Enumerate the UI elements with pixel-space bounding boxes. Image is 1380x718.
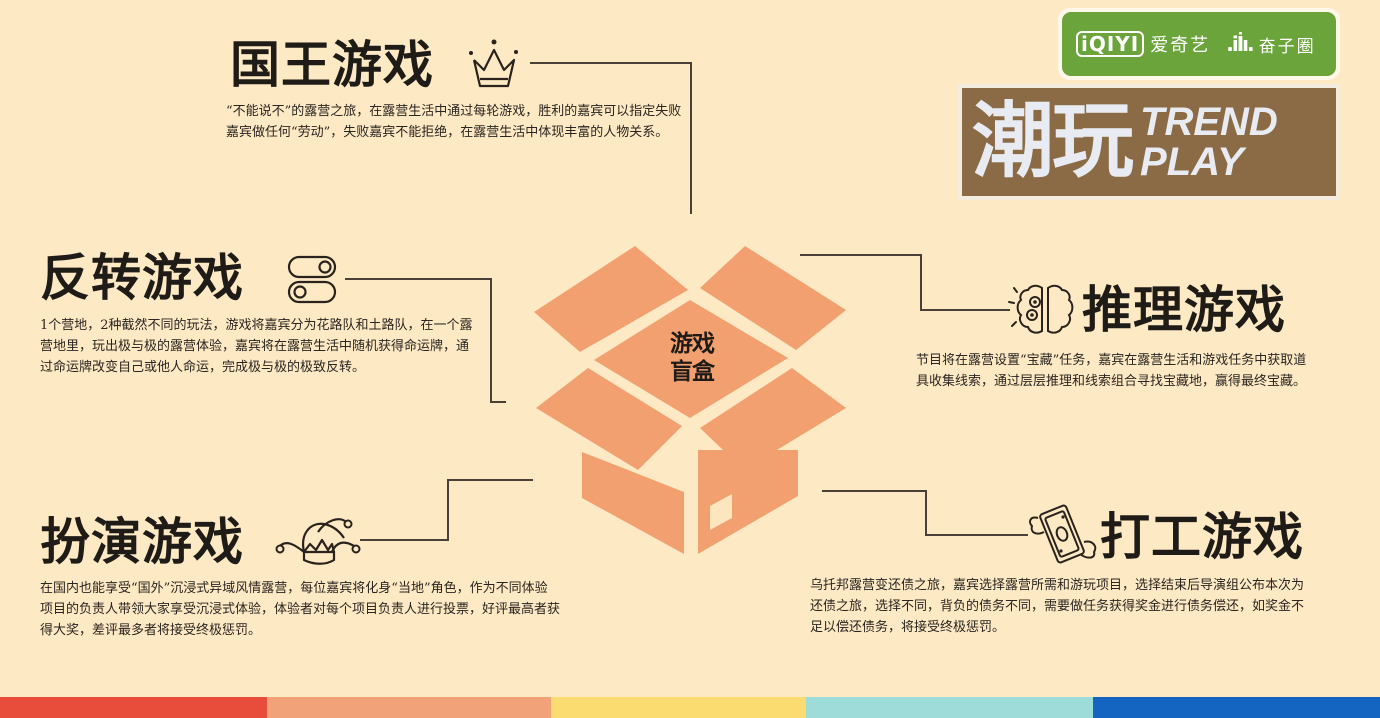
iqiyi-logo: iQIYI (1076, 31, 1145, 57)
section-title-roleplay: 扮演游戏 (40, 513, 244, 571)
show-title-en-line2: PLAY (1140, 140, 1244, 184)
color-strip-yellow (551, 697, 806, 718)
brand-badge-inner: iQIYI 爱奇艺 .iİı. 奋子圈 (1062, 12, 1336, 76)
connector-reasoning-v (920, 254, 922, 311)
connector-king-v (690, 62, 692, 214)
section-title-work: 打工游戏 (1100, 508, 1304, 566)
flying-money-icon (1029, 504, 1097, 564)
brand-badge: iQIYI 爱奇艺 .iİı. 奋子圈 (1058, 8, 1340, 80)
connector-reversal-h2 (490, 401, 506, 403)
connector-roleplay-v (447, 479, 449, 541)
connector-reversal-h1 (345, 278, 492, 280)
color-strip (0, 697, 1380, 718)
section-desc-work: 乌托邦露营变还债之旅，嘉宾选择露营所需和游玩项目，选择结束后导演组公布本次为还债… (810, 578, 1305, 635)
connector-work-v (925, 490, 927, 536)
crown-icon (469, 39, 518, 88)
center-label-line1: 游戏 (670, 331, 715, 357)
brain-icon (1008, 284, 1074, 334)
connector-reversal-v (490, 278, 492, 403)
show-title-inner: 潮玩 TREND PLAY (962, 88, 1336, 196)
color-strip-salmon (267, 697, 551, 718)
connector-roleplay-h1 (360, 539, 449, 541)
section-desc-reasoning: 节目将在露营设置“宝藏”任务，嘉宾在露营生活和游戏任务中获取道具收集线索，通过层… (916, 353, 1307, 389)
section-title-reasoning: 推理游戏 (1082, 281, 1286, 339)
section-title-king: 国王游戏 (230, 36, 434, 94)
connector-reasoning-h2 (920, 309, 1010, 311)
section-desc-king: “不能说不”的露营之旅，在露营生活中通过每轮游戏，胜利的嘉宾可以指定失败嘉宾做任… (226, 104, 682, 140)
platform-name: 爱奇艺 (1150, 35, 1211, 56)
show-title-en: TREND PLAY (1140, 102, 1278, 182)
connector-work-h2 (925, 534, 1028, 536)
studio-name: 奋子圈 (1258, 36, 1316, 57)
studio-logo-icon: .iİı. (1226, 32, 1254, 56)
section-title-reversal: 反转游戏 (40, 249, 244, 307)
connector-reasoning-h1 (800, 254, 922, 256)
show-title-banner: 潮玩 TREND PLAY (958, 84, 1340, 200)
center-label: 游戏 盲盒 (650, 330, 734, 386)
jester-hat-icon (275, 518, 361, 565)
section-desc-reversal: 1个营地，2种截然不同的玩法，游戏将嘉宾分为花路队和土路队，在一个露营地里，玩出… (40, 318, 473, 375)
center-label-line2: 盲盒 (670, 359, 715, 385)
section-desc-roleplay: 在国内也能享受“国外”沉浸式异域风情露营，每位嘉宾将化身“当地”角色，作为不同体… (40, 581, 561, 638)
connector-roleplay-h2 (447, 479, 533, 481)
color-strip-red (0, 697, 267, 718)
show-title-cn: 潮玩 (972, 94, 1134, 189)
connector-king-h (530, 62, 692, 64)
show-title-en-line1: TREND (1140, 100, 1278, 144)
toggle-switch-icon (287, 255, 337, 304)
connector-work-h1 (822, 490, 927, 492)
color-strip-blue (1093, 697, 1380, 718)
open-box-icon (534, 246, 846, 554)
color-strip-cyan (806, 697, 1093, 718)
